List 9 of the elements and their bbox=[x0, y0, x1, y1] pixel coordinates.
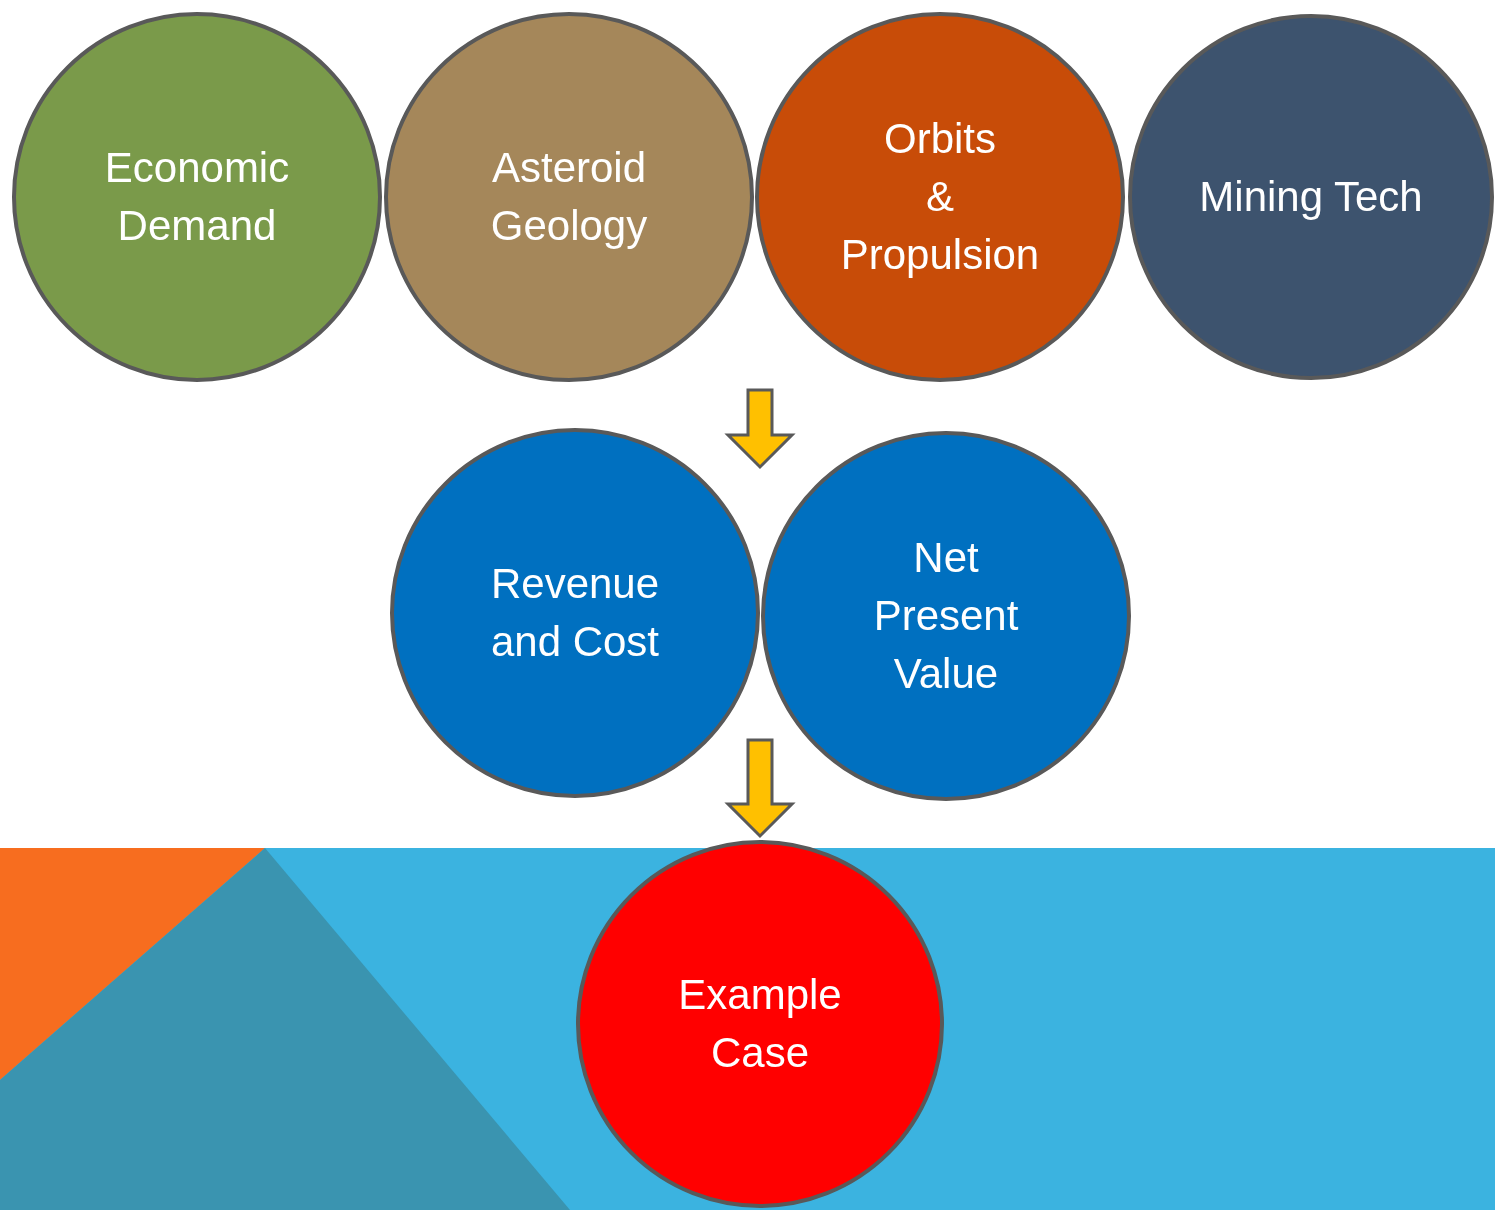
block-arrow bbox=[724, 738, 796, 839]
node-label: Example Case bbox=[677, 970, 843, 1078]
node-label: Net Present Value bbox=[872, 533, 1020, 699]
node-label: Asteroid Geology bbox=[489, 143, 649, 251]
node-label: Orbits & Propulsion bbox=[839, 114, 1041, 280]
block-arrow bbox=[724, 388, 796, 470]
node-label: Revenue and Cost bbox=[489, 559, 661, 667]
node-label: Mining Tech bbox=[1199, 172, 1423, 222]
node-label: Economic Demand bbox=[103, 143, 291, 251]
